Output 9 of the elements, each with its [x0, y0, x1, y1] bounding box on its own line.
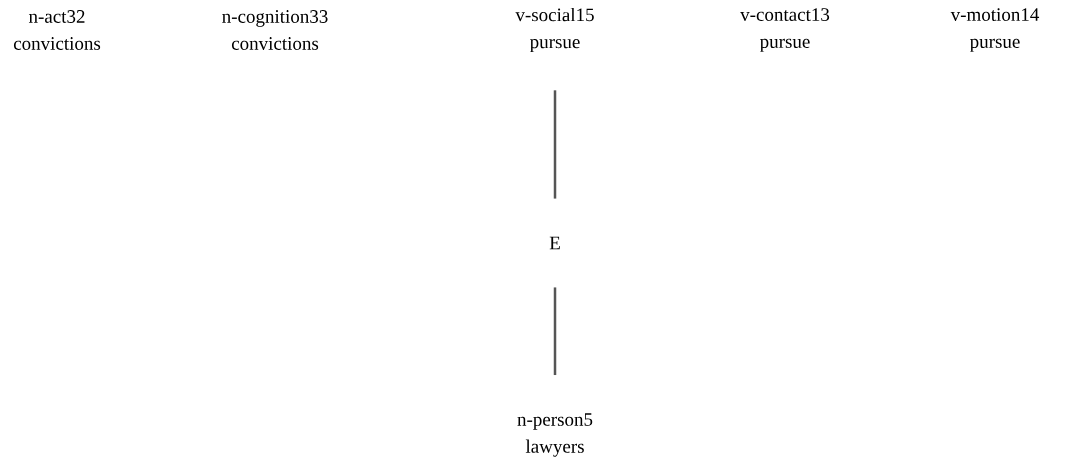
node-label: n-cognition33 convictions [222, 10, 328, 50]
node-label: n-person5 lawyers [517, 413, 593, 457]
node-label: v-motion14 pursue [950, 8, 1040, 52]
node-label: v-social15 pursue [515, 7, 594, 53]
node-label: n-act32 convictions [13, 10, 101, 50]
node-label: E [549, 236, 560, 250]
node-label: v-contact13 pursue [740, 8, 830, 52]
connector-line [553, 287, 557, 376]
connector-line [553, 90, 557, 199]
